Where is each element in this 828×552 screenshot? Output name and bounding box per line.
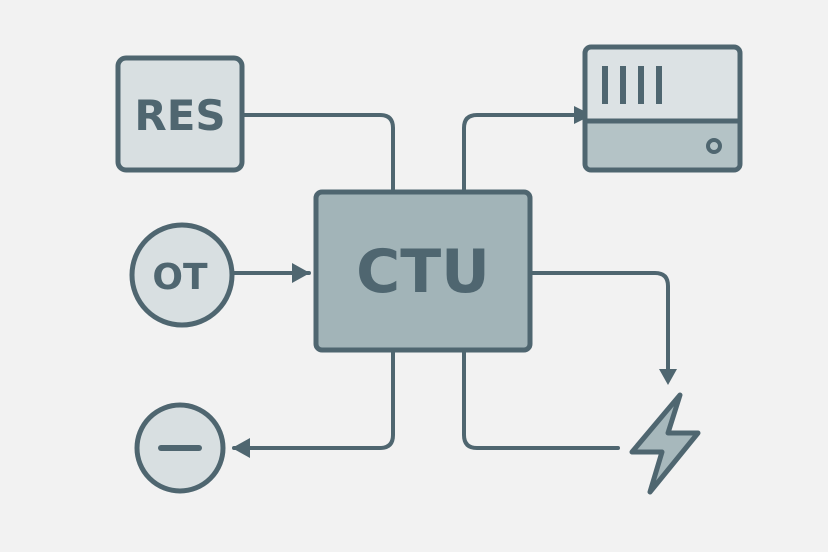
connector-ctu-lightning-lower (462, 350, 620, 450)
ctu-label: CTU (356, 237, 490, 307)
server-rack-icon (582, 44, 743, 173)
connector-ctu-minus (232, 350, 395, 450)
minus-circle-icon (134, 402, 226, 494)
connectors (231, 113, 670, 450)
arrowhead-to-ctu (292, 263, 310, 283)
connector-res-ctu (242, 113, 395, 192)
ctu-node: CTU (313, 189, 533, 353)
lightning-bolt-icon (629, 392, 701, 495)
connector-ctu-server (462, 113, 576, 192)
connector-ctu-lightning (528, 271, 670, 382)
res-node: RES (115, 55, 245, 173)
ot-node: OT (129, 222, 235, 328)
res-label: RES (134, 91, 225, 140)
arrowhead-to-minus (232, 438, 250, 458)
ot-label: OT (152, 257, 208, 298)
arrowhead-to-lightning (659, 369, 677, 385)
